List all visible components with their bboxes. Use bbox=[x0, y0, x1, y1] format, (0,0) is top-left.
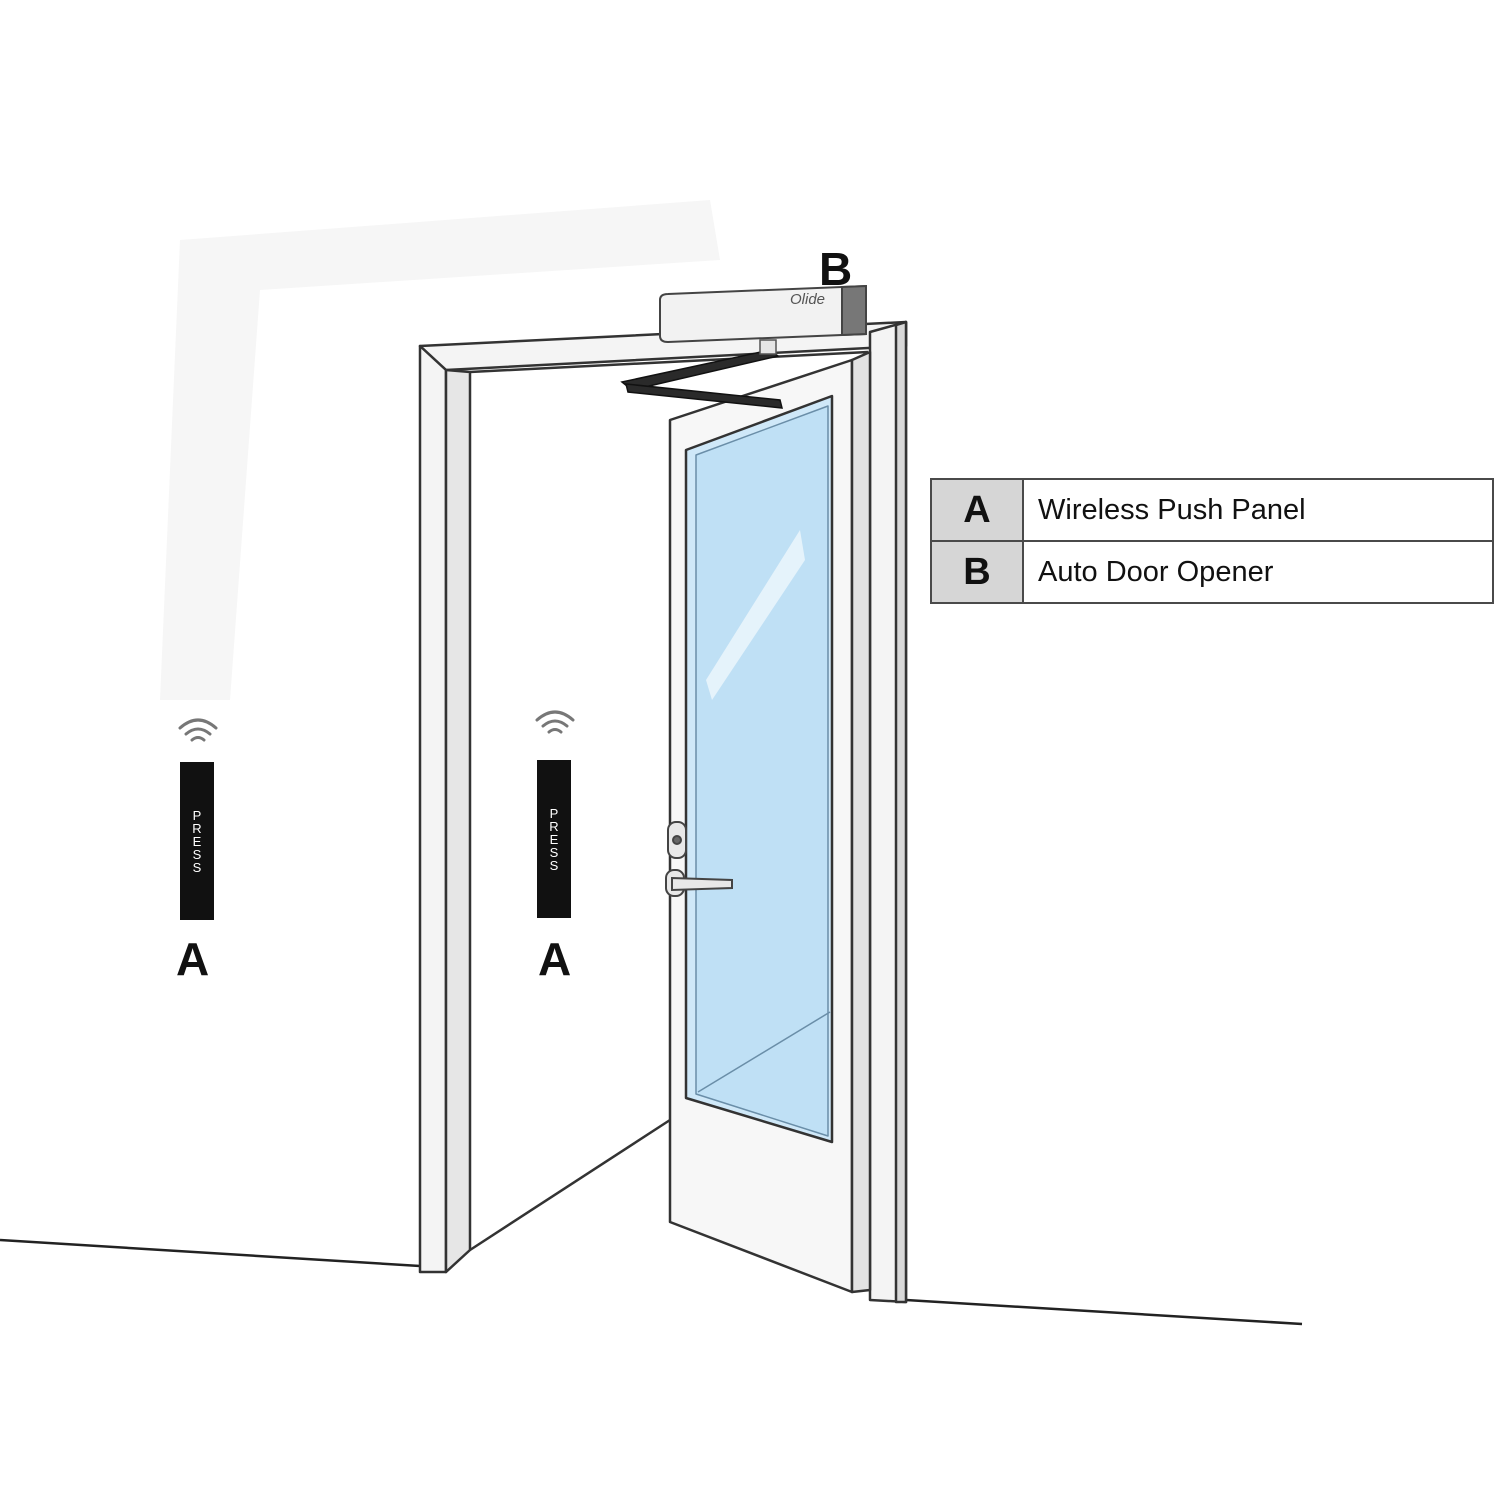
legend-key: A bbox=[930, 478, 1024, 542]
press-label: PRESS bbox=[549, 805, 559, 873]
callout-b-opener: B bbox=[819, 243, 853, 295]
door-frame bbox=[418, 320, 908, 1304]
wifi-icon bbox=[535, 710, 575, 734]
floor-line-left bbox=[0, 1238, 421, 1268]
callout-a-left: A bbox=[176, 933, 210, 985]
wireless-push-panel-right[interactable]: PRESS bbox=[537, 760, 571, 918]
legend-table: A Wireless Push Panel B Auto Door Opener bbox=[930, 478, 1494, 604]
legend-label: Auto Door Opener bbox=[1022, 540, 1494, 604]
opener-brand-label: Olide bbox=[790, 291, 826, 308]
floor-line-right bbox=[905, 1298, 1303, 1326]
wireless-push-panel-left[interactable]: PRESS bbox=[180, 762, 214, 920]
wifi-icon bbox=[178, 718, 218, 742]
press-label: PRESS bbox=[192, 807, 202, 875]
callout-a-right: A bbox=[538, 933, 572, 985]
auto-door-opener bbox=[659, 284, 867, 344]
door-leaf bbox=[668, 350, 872, 1294]
legend-row: B Auto Door Opener bbox=[930, 540, 1494, 604]
wall-shadow bbox=[160, 200, 720, 700]
legend-key: B bbox=[930, 540, 1024, 604]
legend-row: A Wireless Push Panel bbox=[930, 478, 1494, 542]
legend-label: Wireless Push Panel bbox=[1022, 478, 1494, 542]
door-handle bbox=[665, 821, 733, 897]
opener-arm bbox=[620, 349, 783, 409]
